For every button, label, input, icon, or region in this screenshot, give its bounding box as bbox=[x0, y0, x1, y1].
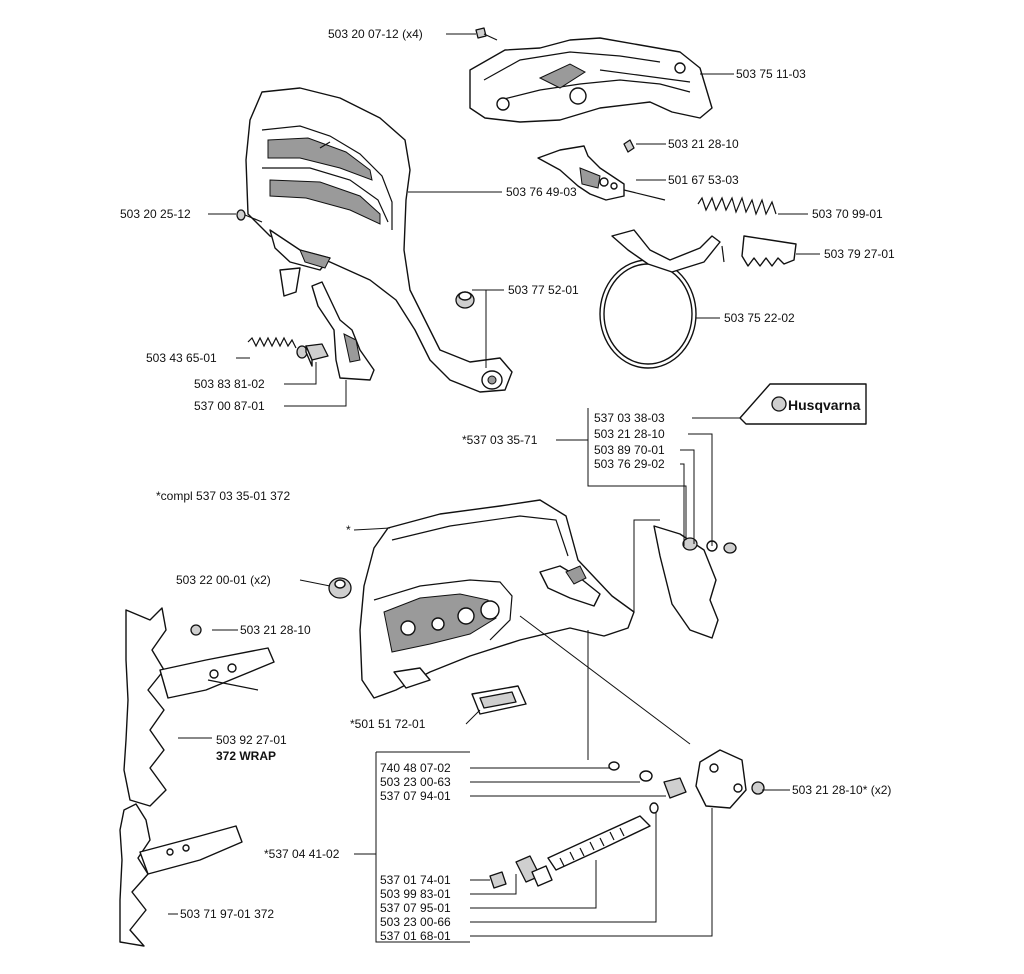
label-insert: *501 51 72-01 bbox=[350, 717, 426, 731]
bumper-spike-part bbox=[123, 607, 275, 807]
label-screw-5: 503 21 28-10 bbox=[240, 623, 311, 637]
label-screw-3: 503 20 25-12 bbox=[120, 207, 191, 221]
label-bracket: 501 67 53-03 bbox=[668, 173, 739, 187]
label-part-5: 537 01 68-01 bbox=[380, 929, 451, 943]
label-spring-2: 503 43 65-01 bbox=[146, 351, 217, 365]
toothed-plate-part bbox=[741, 235, 797, 267]
label-asterisk: * bbox=[346, 523, 351, 537]
screw-part bbox=[475, 27, 498, 41]
insert-part bbox=[471, 685, 527, 715]
husqvarna-logo-text: Husqvarna bbox=[788, 397, 861, 413]
label-washer: 503 89 70-01 bbox=[594, 443, 665, 457]
label-bushing: 503 77 52-01 bbox=[508, 283, 579, 297]
label-bolt: 503 76 29-02 bbox=[594, 457, 665, 471]
label-part-4: 503 23 00-66 bbox=[380, 915, 451, 929]
label-part-1: 537 01 74-01 bbox=[380, 873, 451, 887]
label-screw-4: 503 21 28-10 bbox=[594, 427, 665, 441]
label-screw-2: 503 21 28-10 bbox=[668, 137, 739, 151]
label-spring: 503 70 99-01 bbox=[812, 207, 883, 221]
label-block: 503 83 81-02 bbox=[194, 377, 265, 391]
adjuster-plate-part bbox=[695, 749, 765, 809]
hand-guard-part bbox=[245, 87, 513, 393]
label-spike-1: 503 92 27-01 bbox=[216, 733, 287, 747]
label-screw: 503 20 07-12 (x4) bbox=[328, 27, 423, 41]
label-plate: 537 03 38-03 bbox=[594, 411, 665, 425]
label-washer-2: 740 48 07-02 bbox=[380, 761, 451, 775]
screw-part bbox=[236, 209, 263, 223]
block-part bbox=[305, 343, 329, 367]
brake-band-part bbox=[599, 229, 725, 369]
label-part-2: 503 99 83-01 bbox=[380, 887, 451, 901]
bushing-part bbox=[455, 291, 475, 309]
label-complete-cover: *compl 537 03 35-01 372 bbox=[156, 489, 290, 503]
label-lever: 537 00 87-01 bbox=[194, 399, 265, 413]
label-spike-2: 503 71 97-01 372 bbox=[180, 907, 274, 921]
nut-part bbox=[328, 577, 352, 599]
side-plate-part bbox=[653, 525, 737, 639]
label-brake-band: 503 75 22-02 bbox=[724, 311, 795, 325]
husqvarna-logo bbox=[739, 383, 867, 425]
label-cover: 503 75 11-03 bbox=[736, 67, 806, 81]
clutch-cover-part bbox=[359, 499, 635, 699]
label-nut-2: 537 07 94-01 bbox=[380, 789, 451, 803]
label-kit: *537 03 35-71 bbox=[462, 433, 538, 447]
bumper-spike-part bbox=[119, 803, 243, 947]
spring-part bbox=[247, 336, 308, 359]
label-screw-6: 503 21 28-10* (x2) bbox=[792, 783, 891, 797]
label-ring: 503 23 00-63 bbox=[380, 775, 451, 789]
chain-tensioner-part bbox=[489, 761, 687, 889]
label-nut: 503 22 00-01 (x2) bbox=[176, 573, 271, 587]
label-hand-guard: 503 76 49-03 bbox=[506, 185, 577, 199]
label-tensioner-kit: *537 04 41-02 bbox=[264, 847, 340, 861]
brake-lever-part bbox=[311, 281, 375, 381]
spring-part bbox=[697, 196, 777, 216]
leader-lines bbox=[168, 33, 820, 943]
chain-brake-cover-part bbox=[469, 37, 713, 123]
label-toothed-plate: 503 79 27-01 bbox=[824, 247, 895, 261]
label-part-3: 537 07 95-01 bbox=[380, 901, 451, 915]
label-spike-1-variant: 372 WRAP bbox=[216, 749, 276, 763]
brake-bracket-part bbox=[537, 139, 666, 201]
